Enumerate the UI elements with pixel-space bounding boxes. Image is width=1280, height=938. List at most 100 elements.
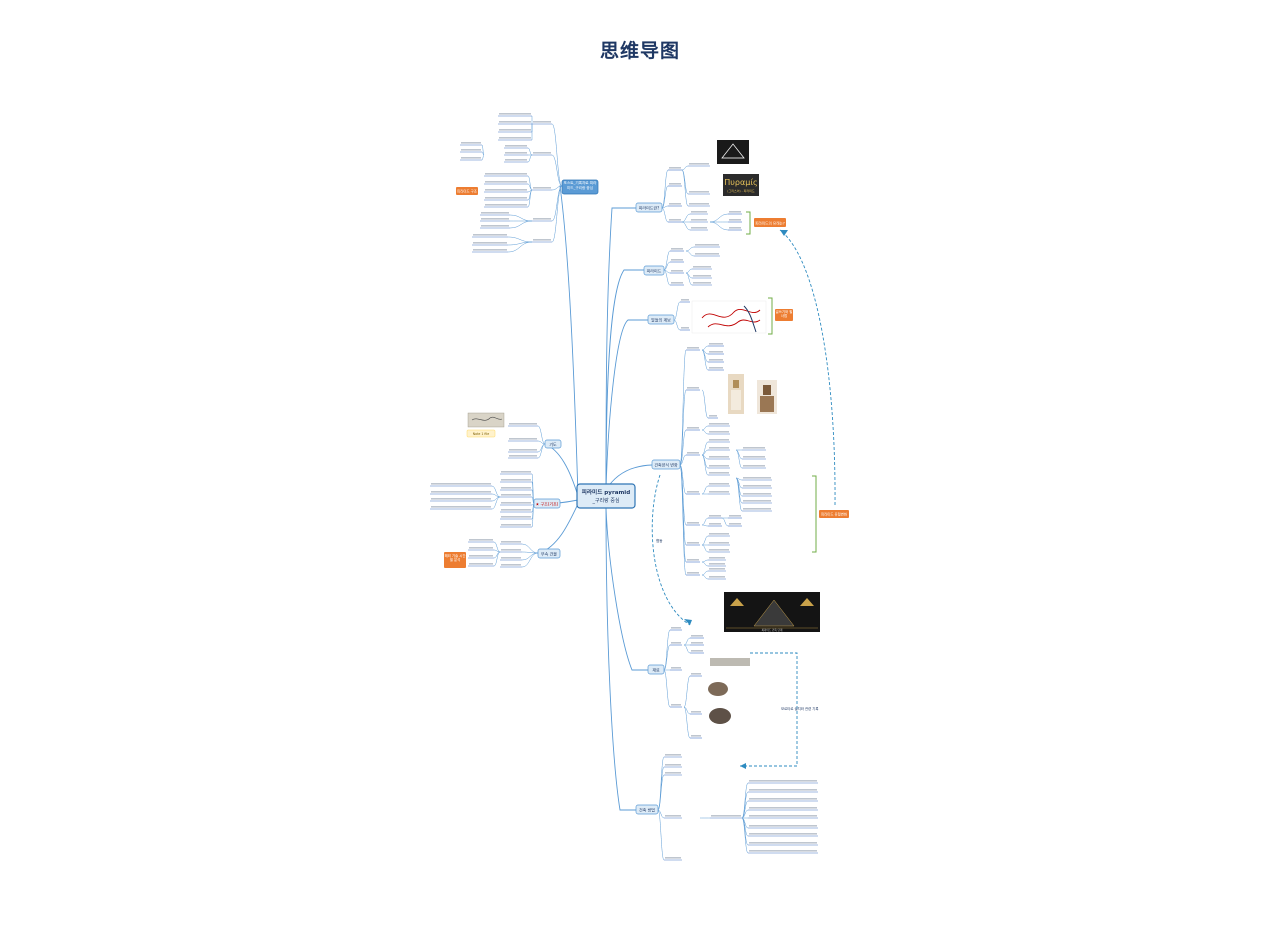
- leaf-text-stub: [687, 542, 699, 544]
- arrow-head: [780, 230, 788, 236]
- central-label-2: _구리랑 중심: [591, 497, 619, 504]
- leaf-connector: [701, 559, 709, 563]
- leaf-text-stub: [671, 248, 683, 250]
- leaf-text-stub: [473, 249, 507, 251]
- leaf-connector: [681, 213, 691, 223]
- leaf-text-stub: [689, 163, 709, 165]
- leaf-text-stub: [709, 563, 725, 565]
- leaf-connector: [701, 441, 709, 456]
- leaf-text-stub: [709, 465, 729, 467]
- leaf-connector: [701, 485, 709, 495]
- leaf-connector: [661, 169, 669, 209]
- callout-text: 피라미드의 유래는?: [755, 221, 785, 226]
- leaf-text-stub: [709, 415, 717, 417]
- leaf-connector: [551, 154, 563, 187]
- leaf-connector: [661, 185, 669, 209]
- leaf-text-stub: [499, 121, 531, 123]
- branch-left-annex[interactable]: 부속 건물: [537, 548, 561, 559]
- leaf-connector: [735, 449, 743, 469]
- central-label-1: 피라미드 pyramid: [582, 488, 630, 496]
- leaf-text-stub: [691, 673, 701, 675]
- leaf-text-stub: [669, 219, 681, 221]
- leaf-connector: [521, 552, 539, 568]
- callout-bottom-left: 해외 기술 시간별 분석: [444, 552, 466, 568]
- leaf-text-stub: [473, 234, 507, 236]
- leaf-text-stub: [669, 183, 681, 185]
- callout-text: 글쓰기와 필사법: [775, 310, 793, 319]
- leaf-text-stub: [689, 191, 709, 193]
- leaf-connector: [481, 154, 485, 161]
- callout-left-structure: 피라미드 구조: [456, 187, 478, 195]
- leaf-text-stub: [469, 555, 493, 557]
- branch-label: 재료: [652, 667, 660, 673]
- branch-materials[interactable]: 재료: [647, 664, 665, 675]
- leaf-connector: [657, 809, 665, 819]
- leaf-connector: [679, 429, 687, 466]
- leaf-connector: [681, 169, 689, 207]
- leaf-connector: [701, 561, 709, 567]
- leaf-text-stub: [499, 129, 531, 131]
- leaf-text-stub: [533, 239, 551, 241]
- leaf-text-stub: [501, 549, 521, 551]
- leaf-connector: [509, 220, 533, 229]
- branch-left-prayer[interactable]: 기도: [544, 439, 562, 449]
- branch-left-record[interactable]: 포스트_기록자로 피라미드_구리랑 중심: [561, 179, 599, 195]
- rock-image-a: [708, 682, 728, 696]
- branch-lineage[interactable]: 말들의 계보: [647, 314, 675, 325]
- leaf-text-stub: [743, 456, 765, 458]
- leaf-text-stub: [695, 244, 719, 246]
- leaf-connector: [741, 817, 749, 846]
- leaf-connector: [701, 429, 709, 435]
- mortar-label: 모르타르 설치와 관련 기록: [781, 706, 819, 711]
- branch-label: 말들의 계보: [651, 317, 671, 323]
- leaf-text-stub: [743, 493, 771, 495]
- leaf-text-stub: [709, 351, 723, 353]
- leaf-text-stub: [729, 211, 741, 213]
- leaf-connector: [681, 221, 691, 231]
- branch-pyramid[interactable]: 피라미드: [643, 265, 665, 276]
- leaf-text-stub: [687, 452, 699, 454]
- leaf-connector: [527, 175, 533, 191]
- dashed-label: 협동: [656, 538, 663, 543]
- leaf-text-stub: [687, 522, 699, 524]
- leaf-text-stub: [709, 533, 729, 535]
- leaf-text-stub: [501, 509, 531, 511]
- leaf-connector: [509, 214, 533, 222]
- callout-writing: 글쓰기와 필사법: [775, 309, 793, 321]
- leaf-connector: [701, 425, 709, 431]
- leaf-text-stub: [665, 754, 681, 756]
- leaf-connector: [527, 154, 533, 163]
- branch-construction[interactable]: 건축 방법: [635, 804, 659, 815]
- leaf-text-stub: [749, 807, 817, 809]
- branch-left-structure[interactable]: ★ 구조(기초): [533, 498, 561, 509]
- leaf-text-stub: [681, 327, 689, 329]
- leaf-text-stub: [693, 275, 711, 277]
- leaf-text-stub: [509, 438, 537, 440]
- leaf-text-stub: [691, 211, 707, 213]
- leaf-text-stub: [485, 197, 527, 199]
- branch-architecture-change[interactable]: 건축양식 변화: [651, 459, 681, 470]
- leaf-connector: [721, 517, 729, 527]
- greek-word-image: Πυραμίς (그리스어) - 피라미드: [723, 174, 759, 196]
- leaf-connector: [657, 756, 665, 811]
- leaf-connector: [493, 551, 501, 567]
- leaf-connector: [663, 269, 671, 286]
- leaf-connector: [657, 766, 665, 811]
- branch-label: 포스트_기록자로 피라미드_구리랑 중심: [563, 181, 597, 190]
- branch-what-is-pyramid[interactable]: 피라미드란?: [635, 202, 663, 213]
- leaf-connector: [685, 246, 695, 252]
- leaf-connector: [701, 544, 709, 553]
- leaf-connector: [527, 147, 533, 156]
- callout-text: 해외 기술 시간별 분석: [444, 554, 466, 563]
- leaf-connector: [679, 454, 687, 466]
- leaf-text-stub: [709, 472, 729, 474]
- central-node[interactable]: 피라미드 pyramid _구리랑 중심: [576, 483, 636, 509]
- leaf-text-stub: [509, 423, 537, 425]
- leaf-connector: [661, 205, 669, 209]
- page-title: 思维导图: [599, 40, 680, 62]
- branch-label: 피라미드란?: [639, 205, 660, 211]
- arrow-head: [684, 619, 692, 625]
- leaf-connector: [701, 454, 709, 476]
- branch-label: 부속 건물: [541, 551, 557, 557]
- leaf-connector: [701, 349, 709, 371]
